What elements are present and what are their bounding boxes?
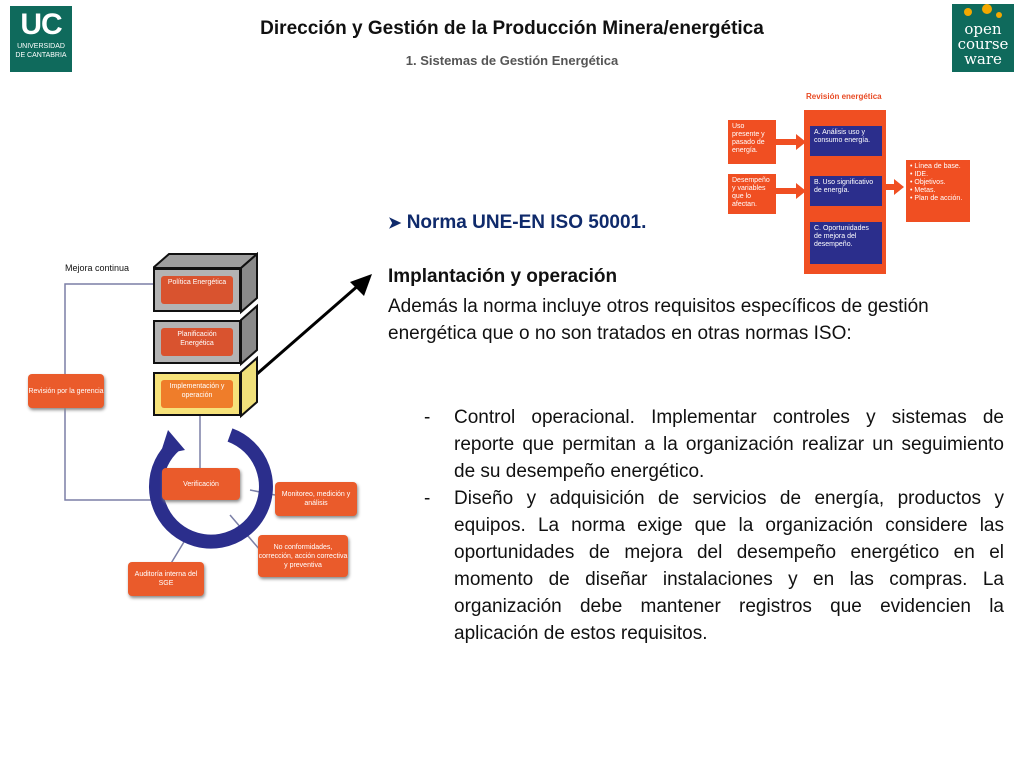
arrow-shaft — [886, 184, 896, 190]
revision-diagram-title: Revisión energética — [806, 92, 882, 101]
uc-logo-text: UC — [20, 8, 62, 41]
planning-box: Planificación Energética — [161, 328, 233, 356]
arrow-shaft — [776, 188, 798, 194]
output-item: • Plan de acción. — [910, 195, 963, 202]
ocw-logo-line1: open — [964, 20, 1002, 38]
output-item: • Línea de base. — [910, 163, 961, 170]
ocw-logo-line3: ware — [964, 50, 1002, 68]
bullet-marker: - — [424, 407, 431, 428]
revision-diagram: Revisión energética Uso presente y pasad… — [726, 90, 982, 276]
list-item: - Diseño y adquisición de servicios de e… — [424, 485, 1004, 647]
uc-logo: UC UNIVERSIDAD DE CANTABRIA — [10, 6, 72, 72]
section-heading-text: Norma UNE-EN ISO 50001. — [406, 212, 647, 233]
list-item-text: Diseño y adquisición de servicios de ene… — [454, 488, 1004, 644]
page-subtitle: 1. Sistemas de Gestión Energética — [405, 53, 619, 68]
ocw-dot-icon — [996, 12, 1002, 18]
page-title: Dirección y Gestión de la Producción Min… — [260, 18, 764, 39]
revision-box: Revisión por la gerencia — [28, 374, 104, 408]
audit-box: Auditoría interna del SGE — [128, 562, 204, 596]
output-item: • Metas. — [910, 187, 936, 194]
bullet-marker: - — [424, 488, 431, 509]
uc-logo-line1: UNIVERSIDAD — [17, 43, 65, 50]
outputs-box: • Línea de base. • IDE. • Objetivos. • M… — [906, 160, 970, 222]
policy-box: Política Energética — [161, 276, 233, 304]
section-heading: ➤ Norma UNE-EN ISO 50001. — [388, 212, 646, 234]
ocw-logo-line2: course — [957, 35, 1009, 53]
input-box-performance: Desempeño y variables que lo afectan. — [728, 174, 776, 214]
arrow-shaft — [776, 139, 798, 145]
step-c: C. Oportunidades de mejora del desempeño… — [810, 222, 882, 264]
output-item: • Objetivos. — [910, 179, 946, 186]
output-item: • IDE. — [910, 171, 929, 178]
implementation-box: Implementación y operación — [161, 380, 233, 408]
stack-3d-edges — [153, 252, 258, 419]
intro-paragraph: Además la norma incluye otros requisitos… — [388, 296, 929, 344]
list-item: - Control operacional. Implementar contr… — [424, 404, 1004, 485]
monitoring-box: Monitoreo, medición y análisis — [275, 482, 357, 516]
arrow-right-icon — [796, 134, 806, 150]
chevron-right-icon: ➤ — [388, 215, 402, 232]
uc-logo-line2: DE CANTABRIA — [15, 52, 67, 59]
step-b: B. Uso significativo de energía. — [810, 176, 882, 206]
pointer-arrow-icon — [249, 274, 372, 382]
cycle-diagram: Mejora continua Política Energética Plan… — [20, 250, 365, 605]
input-box-usage: Uso presente y pasado de energía. — [728, 120, 776, 164]
arrow-right-icon — [796, 183, 806, 199]
verification-box: Verificación — [162, 468, 240, 500]
cycle-title: Mejora continua — [65, 263, 130, 273]
subheading: Implantación y operación — [388, 266, 618, 287]
list-item-text: Control operacional. Implementar control… — [454, 407, 1004, 482]
arrow-right-icon — [894, 179, 904, 195]
ocw-dot-icon — [964, 8, 972, 16]
ocw-dot-icon — [982, 4, 992, 14]
step-a: A. Análisis uso y consumo energía. — [810, 126, 882, 156]
nonconformity-box: No conformidades, corrección, acción cor… — [258, 535, 348, 577]
ocw-logo: open course ware — [952, 4, 1014, 72]
